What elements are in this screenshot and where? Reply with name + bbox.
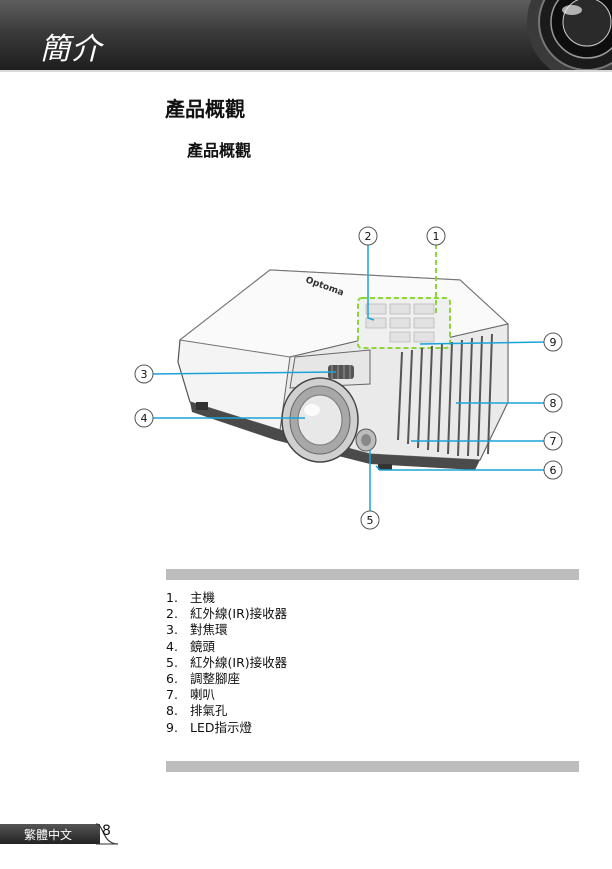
legend-top-rule xyxy=(166,569,579,580)
list-item: 5.紅外線(IR)接收器 xyxy=(166,654,288,670)
svg-text:6: 6 xyxy=(550,464,557,477)
callout-1: 1 xyxy=(426,226,446,246)
lens xyxy=(281,377,359,463)
callout-9: 9 xyxy=(543,332,563,352)
svg-text:3: 3 xyxy=(141,368,148,381)
svg-text:8: 8 xyxy=(550,397,557,410)
keypad xyxy=(357,297,451,349)
ir-receiver-front xyxy=(355,428,377,452)
focus-ring xyxy=(289,349,371,389)
callout-5: 5 xyxy=(360,510,380,530)
svg-text:7: 7 xyxy=(550,435,557,448)
header-band: 簡介 xyxy=(0,0,612,72)
svg-text:9: 9 xyxy=(550,336,557,349)
section-subtitle: 產品概觀 xyxy=(187,141,252,160)
list-item: 2.紅外線(IR)接收器 xyxy=(166,606,288,622)
callout-7: 7 xyxy=(543,431,563,451)
list-item: 4.鏡頭 xyxy=(166,638,216,654)
svg-text:1: 1 xyxy=(433,230,440,243)
lens-decoration-icon xyxy=(527,0,612,72)
parts-legend: 1.主機 2.紅外線(IR)接收器 3.對焦環 4.鏡頭 5.紅外線(IR)接收… xyxy=(166,590,287,736)
page-title: 簡介 xyxy=(40,32,102,67)
callout-lines xyxy=(151,244,546,512)
callout-3: 3 xyxy=(134,364,154,384)
svg-text:2: 2 xyxy=(365,230,372,243)
svg-text:5: 5 xyxy=(367,514,374,527)
section-title: 產品概觀 xyxy=(165,97,245,121)
callout-4: 4 xyxy=(134,408,154,428)
list-item: 7.喇叭 xyxy=(166,687,216,703)
legend-bottom-rule xyxy=(166,761,579,772)
list-item: 6.調整腳座 xyxy=(166,671,241,687)
footer-language-tab xyxy=(0,824,100,844)
callout-2: 2 xyxy=(358,226,378,246)
exhaust-vents xyxy=(397,333,493,457)
svg-text:4: 4 xyxy=(141,412,148,425)
footer-curve-decoration xyxy=(96,823,119,845)
footer-language: 繁體中文 xyxy=(24,828,73,842)
callout-6: 6 xyxy=(543,460,563,480)
header-rule xyxy=(0,70,612,72)
callout-8: 8 xyxy=(543,393,563,413)
list-item: 9.LED指示燈 xyxy=(166,719,252,735)
list-item: 1.主機 xyxy=(166,590,216,605)
list-item: 8.排氣孔 xyxy=(166,703,228,719)
list-item: 3.對焦環 xyxy=(166,622,228,638)
page-number: 8 xyxy=(102,823,111,839)
projector-illustration: Optoma xyxy=(134,226,563,530)
